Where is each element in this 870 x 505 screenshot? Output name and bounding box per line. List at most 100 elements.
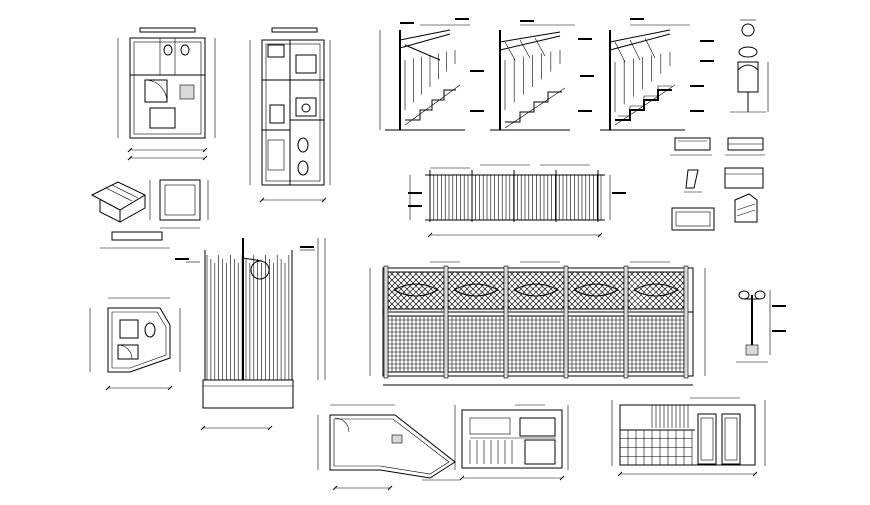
dimension-tick <box>332 485 338 491</box>
box-detail <box>149 179 209 229</box>
diamond-line <box>425 271 445 291</box>
annotation-text <box>408 192 422 194</box>
dimension-tick <box>167 385 173 391</box>
annotation-text <box>470 110 484 112</box>
annotation-text <box>772 330 786 332</box>
diamond-line <box>387 281 416 310</box>
diamond-line <box>659 271 685 297</box>
diamond-line <box>500 305 505 310</box>
diamond-line <box>627 271 641 285</box>
annotation-text <box>300 246 314 248</box>
gate-post <box>563 265 569 379</box>
diamond-line <box>578 271 617 310</box>
stair-elevation-2 <box>490 24 575 131</box>
diamond-line <box>599 271 625 297</box>
diamond-line <box>569 271 608 310</box>
annotation-text <box>578 38 592 40</box>
toilet-plan-c <box>89 297 181 389</box>
diamond-line <box>641 271 680 310</box>
diamond-line <box>491 271 505 285</box>
diamond-line <box>494 299 505 310</box>
diamond-line <box>542 287 565 310</box>
diamond-line <box>644 271 683 310</box>
diamond-line <box>554 299 565 310</box>
dimension-tick <box>127 147 133 153</box>
street-light-detail <box>730 19 769 113</box>
annotation-text <box>175 258 189 260</box>
railing-elevation <box>409 164 611 236</box>
dimension-tick <box>202 147 208 153</box>
diamond-line <box>387 271 413 297</box>
diamond-line <box>627 293 644 310</box>
diamond-line <box>567 271 587 291</box>
annotation-text <box>400 22 414 24</box>
diamond-line <box>518 271 557 310</box>
diamond-line <box>410 275 445 310</box>
dimension-tick <box>202 155 208 161</box>
diamond-line <box>627 271 635 279</box>
diamond-line <box>447 271 485 309</box>
diamond-line <box>447 271 467 291</box>
diamond-line <box>524 271 563 310</box>
diamond-line <box>434 299 445 310</box>
annotation-text <box>580 75 594 77</box>
diamond-line <box>596 281 625 310</box>
gate-ornament <box>393 283 440 297</box>
diamond-line <box>611 271 625 285</box>
diamond-line <box>476 281 505 310</box>
dimension-tick <box>617 471 623 477</box>
gate-ornament <box>573 283 620 297</box>
diamond-line <box>447 287 470 310</box>
diamond-line <box>567 271 575 279</box>
diamond-line <box>507 271 515 279</box>
diamond-line <box>605 271 625 291</box>
diamond-line <box>437 271 445 279</box>
diamond-line <box>539 271 565 297</box>
diamond-line <box>387 271 395 279</box>
diamond-line <box>392 271 431 310</box>
dimension-tick <box>752 471 758 477</box>
diamond-line <box>567 271 593 297</box>
diamond-line <box>387 271 407 291</box>
diamond-line <box>614 299 625 310</box>
diamond-line <box>602 287 625 310</box>
diamond-line <box>590 275 625 310</box>
diamond-line <box>575 271 614 310</box>
diamond-line <box>473 271 505 303</box>
dimension-tick <box>267 425 273 431</box>
gate-post <box>503 265 509 379</box>
dimension-tick <box>127 155 133 161</box>
diamond-line <box>674 299 685 310</box>
diamond-line <box>581 271 620 310</box>
diamond-line <box>629 271 668 310</box>
diamond-line <box>401 271 440 310</box>
gate-ornament <box>633 283 680 297</box>
diamond-line <box>440 305 445 310</box>
diamond-line <box>567 271 599 303</box>
diamond-line <box>567 271 605 309</box>
diamond-line <box>404 271 443 310</box>
dimension-tick <box>427 232 433 238</box>
diamond-line <box>521 271 560 310</box>
dimension-tick <box>321 197 327 203</box>
diamond-line <box>507 305 512 310</box>
bench-elevation <box>670 137 765 189</box>
diamond-line <box>638 271 677 310</box>
diamond-line <box>389 271 428 310</box>
diamond-line <box>387 293 404 310</box>
diamond-line <box>422 287 445 310</box>
diamond-line <box>449 271 488 310</box>
diamond-line <box>387 305 392 310</box>
diamond-line <box>551 271 565 285</box>
annotation-text <box>630 18 644 20</box>
annotation-text <box>612 192 626 194</box>
diamond-line <box>479 271 505 297</box>
gate-post <box>623 265 629 379</box>
diamond-line <box>447 293 464 310</box>
diamond-line <box>447 271 455 279</box>
dimension-tick <box>200 425 206 431</box>
diamond-line <box>458 271 497 310</box>
gate-ornament <box>513 283 560 297</box>
diamond-line <box>627 305 632 310</box>
